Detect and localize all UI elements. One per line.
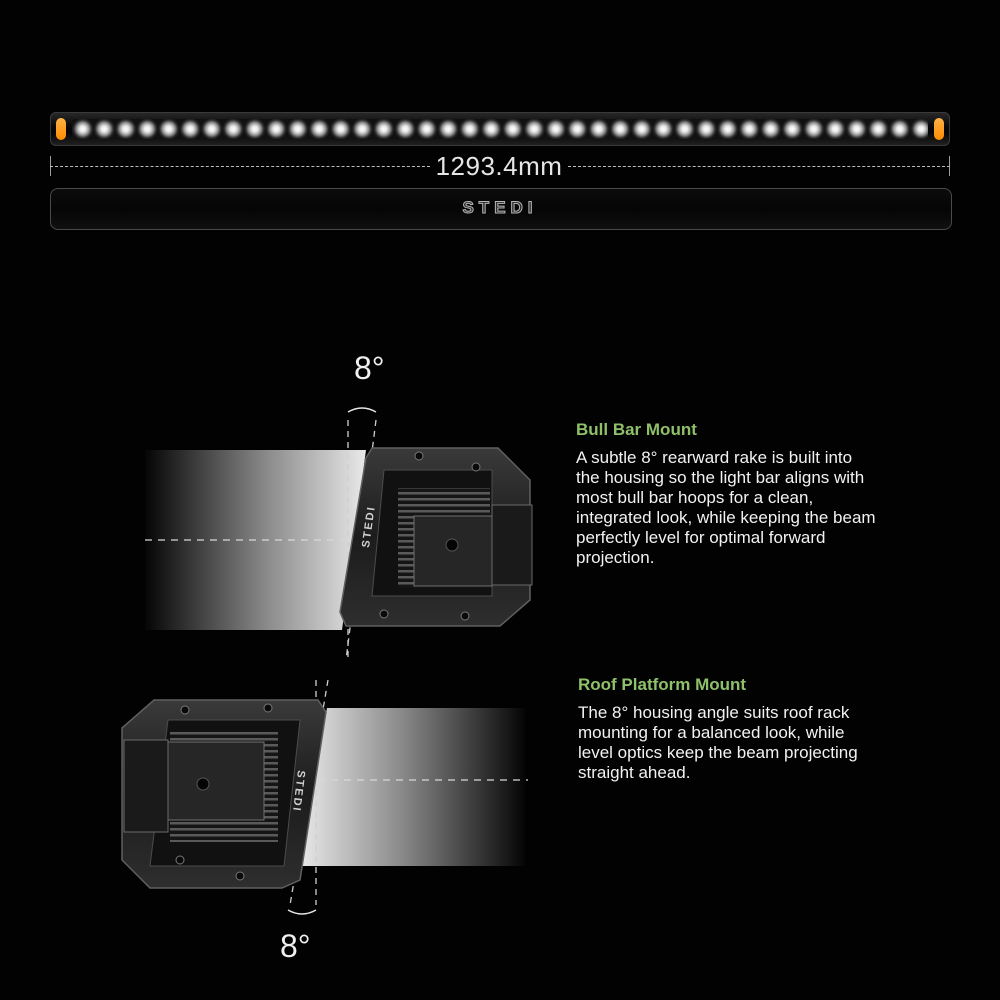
roof-platform-mount-description: The 8° housing angle suits roof rack mou… xyxy=(578,703,858,782)
angle-label-bull-bar: 8° xyxy=(354,350,385,386)
angle-label-roof-platform: 8° xyxy=(280,928,311,964)
svg-text:STEDI: STEDI xyxy=(360,505,378,549)
light-bar-front xyxy=(50,112,950,146)
housing-lower: STEDI xyxy=(121,699,327,889)
beam-lower xyxy=(300,708,525,866)
angle-arc-upper xyxy=(347,407,377,413)
bull-bar-mount-title: Bull Bar Mount xyxy=(576,420,697,439)
dimension-tick-right xyxy=(949,156,950,176)
amber-end-cap-left xyxy=(56,118,66,140)
svg-text:STEDI: STEDI xyxy=(290,770,307,814)
light-bar-rear xyxy=(50,188,952,230)
brand-logo: STEDI xyxy=(462,198,538,218)
dimension-line-right xyxy=(568,166,950,167)
housing-upper: STEDI xyxy=(339,447,533,627)
bull-bar-mount-description: A subtle 8° rearward rake is built into … xyxy=(576,448,876,567)
roof-platform-mount-title: Roof Platform Mount xyxy=(578,675,747,694)
amber-end-cap-right xyxy=(934,118,944,140)
led-array xyxy=(72,119,928,139)
dimension-line-left xyxy=(50,166,430,167)
angle-arc-lower xyxy=(287,909,317,915)
length-dimension-label: 1293.4mm xyxy=(435,151,563,181)
